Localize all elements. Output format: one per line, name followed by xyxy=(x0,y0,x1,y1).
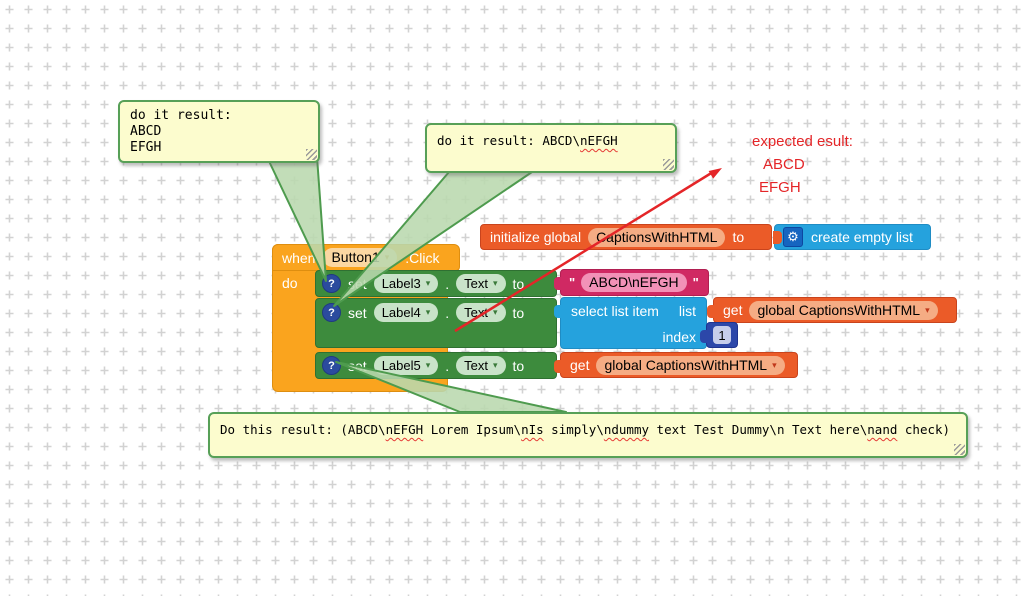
set-label: set xyxy=(348,304,367,321)
dot-label: . xyxy=(445,275,450,292)
get-label: get xyxy=(723,302,743,318)
when-event-block-header[interactable]: when Button1 ▾ .Click xyxy=(272,244,460,271)
variable-dropdown[interactable]: global CaptionsWithHTML ▾ xyxy=(596,355,785,375)
comment-text-misspelled: nEFGH xyxy=(385,422,424,437)
variable-name: global CaptionsWithHTML xyxy=(757,301,921,318)
set-label: set xyxy=(348,357,367,374)
chevron-down-icon: ▾ xyxy=(425,307,431,317)
initialize-global-block[interactable]: initialize global CaptionsWithHTML to xyxy=(480,224,772,250)
comment-line: EFGH xyxy=(130,140,162,155)
dot-label: . xyxy=(445,304,450,321)
set-label: set xyxy=(348,275,367,292)
open-quote: " xyxy=(569,275,576,290)
chevron-down-icon: ▾ xyxy=(493,360,498,370)
chevron-down-icon: ▾ xyxy=(493,278,498,288)
comment-text: do it result: ABCD\ xyxy=(437,133,580,148)
expected-result-note: expected esult: ABCD EFGH xyxy=(752,130,853,199)
index-socket-label: index xyxy=(662,329,696,345)
comment-line: do it result: xyxy=(130,108,232,123)
to-label: to xyxy=(732,229,745,245)
comment-text-misspelled: ndummy xyxy=(603,422,650,437)
resize-grip[interactable] xyxy=(306,149,317,160)
to-label: to xyxy=(512,275,525,292)
help-icon[interactable]: ? xyxy=(322,356,341,375)
chevron-down-icon: ▾ xyxy=(772,359,777,370)
note-line: ABCD xyxy=(763,156,805,173)
chevron-down-icon: ▾ xyxy=(493,307,498,317)
variable-name: global CaptionsWithHTML xyxy=(604,356,768,373)
property-dropdown[interactable]: Text ▾ xyxy=(456,274,506,293)
to-label: to xyxy=(512,357,525,374)
create-empty-list-label: create empty list xyxy=(811,229,913,245)
comment-text: simply\ xyxy=(543,422,604,437)
component-dropdown[interactable]: Label4 ▾ xyxy=(373,303,439,322)
comment-text-misspelled: nEFGH xyxy=(580,133,618,148)
select-list-item-label: select list item xyxy=(571,303,659,319)
component-dropdown[interactable]: Label3 ▾ xyxy=(373,274,439,293)
comment-text-misspelled: nIs xyxy=(521,422,544,437)
to-label: to xyxy=(512,304,525,321)
comment-text-misspelled: nand xyxy=(867,422,898,437)
variable-dropdown[interactable]: global CaptionsWithHTML ▾ xyxy=(749,300,938,320)
comment-text: text Test Dummy\n Text here\ xyxy=(649,422,868,437)
global-variable-name-field[interactable]: CaptionsWithHTML xyxy=(588,227,726,247)
close-quote: " xyxy=(692,275,699,290)
variable-name: CaptionsWithHTML xyxy=(596,228,718,245)
dot-label: . xyxy=(445,357,450,374)
set-label3-text-block[interactable]: ? set Label3 ▾ . Text ▾ to xyxy=(315,270,557,297)
note-title: expected esult: xyxy=(752,133,853,150)
do-label: do xyxy=(282,275,298,291)
component-dropdown[interactable]: Label5 ▾ xyxy=(373,356,439,375)
text-value: ABCD\nEFGH xyxy=(589,274,679,290)
chevron-down-icon: ▾ xyxy=(425,278,431,288)
select-list-item-block[interactable]: select list item list index xyxy=(554,297,707,349)
comment-line: ABCD xyxy=(130,124,162,139)
comment-balloon-do-it-result-1[interactable]: do it result: ABCD EFGH xyxy=(118,100,320,163)
property-name: Text xyxy=(464,358,488,373)
text-value-field[interactable]: ABCD\nEFGH xyxy=(581,273,687,292)
note-line: EFGH xyxy=(759,179,801,196)
number-value-field[interactable]: 1 xyxy=(713,326,731,344)
property-name: Text xyxy=(464,305,488,320)
component-name: Label4 xyxy=(381,305,421,320)
list-socket-label: list xyxy=(678,303,696,319)
help-icon[interactable]: ? xyxy=(322,303,341,322)
event-component-dropdown[interactable]: Button1 ▾ xyxy=(323,248,398,267)
property-name: Text xyxy=(464,276,488,291)
comment-balloon-do-this-result[interactable]: Do this result: (ABCD\nEFGH Lorem Ipsum\… xyxy=(208,412,968,458)
get-global-block[interactable]: get global CaptionsWithHTML ▾ xyxy=(554,352,798,378)
when-label: when xyxy=(282,249,316,266)
get-global-block[interactable]: get global CaptionsWithHTML ▾ xyxy=(707,297,957,323)
chevron-down-icon: ▾ xyxy=(425,360,431,370)
event-component-name: Button1 xyxy=(331,249,380,265)
help-icon[interactable]: ? xyxy=(322,274,341,293)
resize-grip[interactable] xyxy=(954,444,965,455)
mutator-gear-icon[interactable]: ⚙ xyxy=(783,227,803,247)
get-label: get xyxy=(570,357,590,373)
component-name: Label5 xyxy=(381,358,421,373)
property-dropdown[interactable]: Text ▾ xyxy=(456,356,506,375)
text-string-block[interactable]: " ABCD\nEFGH " xyxy=(554,269,709,296)
initialize-global-label: initialize global xyxy=(490,229,582,245)
set-label5-text-block[interactable]: ? set Label5 ▾ . Text ▾ to xyxy=(315,352,557,379)
set-label4-text-block[interactable]: ? set Label4 ▾ . Text ▾ to xyxy=(315,298,557,348)
plug-connector xyxy=(773,231,782,244)
chevron-down-icon: ▾ xyxy=(384,252,390,262)
comment-text: Lorem Ipsum\ xyxy=(423,422,522,437)
number-block[interactable]: 1 xyxy=(700,322,738,348)
event-name-label: .Click xyxy=(405,249,440,266)
resize-grip[interactable] xyxy=(663,159,674,170)
comment-text: check) xyxy=(897,422,951,437)
comment-balloon-do-it-result-2[interactable]: do it result: ABCD\nEFGH xyxy=(425,123,677,173)
create-empty-list-block[interactable]: ⚙ create empty list xyxy=(773,224,931,250)
property-dropdown[interactable]: Text ▾ xyxy=(456,303,506,322)
comment-text: Do this result: (ABCD\ xyxy=(220,422,386,437)
chevron-down-icon: ▾ xyxy=(925,304,930,315)
component-name: Label3 xyxy=(381,276,421,291)
